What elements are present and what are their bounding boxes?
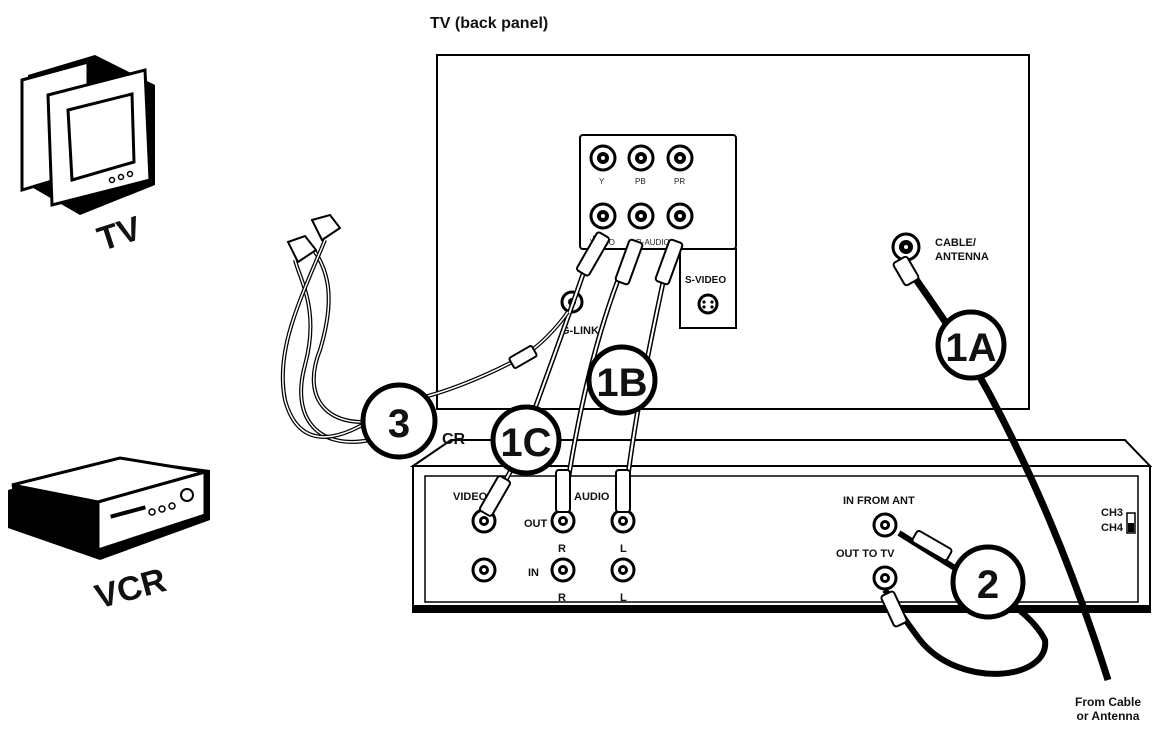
vcr-label-out-l: L — [620, 543, 627, 555]
vcr-label-in-from-ant: IN FROM ANT — [843, 495, 915, 507]
cable-3 — [280, 213, 570, 444]
badge-3: 3 — [360, 382, 438, 460]
badge-1b: 1B — [586, 344, 658, 416]
from-cable-line2: or Antenna — [1077, 709, 1140, 723]
badge-1c: 1C — [490, 404, 562, 476]
label-cable-line2: ANTENNA — [935, 251, 989, 263]
tv-icon — [20, 55, 155, 215]
vcr-label-out-r: R — [558, 543, 566, 555]
vcr-label-ch3: CH3 — [1101, 507, 1123, 519]
from-cable-line1: From Cable — [1075, 695, 1141, 709]
cable-1a — [892, 255, 1112, 682]
jack-video — [589, 202, 617, 230]
vcr-label-in: IN — [528, 567, 539, 579]
vcr-jack-video-in — [471, 557, 497, 583]
label-audio: R-AUDIO-L — [636, 238, 677, 247]
label-pb: PB — [635, 177, 646, 186]
svideo-jack — [697, 293, 719, 315]
label-glink: G-LINK — [561, 325, 599, 337]
vcr-label-audio: AUDIO — [574, 491, 610, 503]
ch-switch-knob — [1128, 523, 1134, 532]
badge-1b-text: 1B — [596, 361, 647, 405]
vcr-label-video: VIDEO — [453, 491, 488, 503]
label-svideo: S-VIDEO — [685, 275, 726, 286]
jack-audio-l — [666, 202, 694, 230]
vcr-jack-audio-in-r — [550, 557, 576, 583]
vcr-back-panel — [412, 465, 1151, 613]
badge-3-text: 3 — [388, 402, 410, 446]
tv-icon-label: TV — [93, 209, 146, 259]
cable-1b — [555, 238, 684, 513]
vcr-title-partial: CR — [442, 431, 466, 448]
vcr-jack-in-from-ant — [872, 512, 898, 538]
vcr-icon-label: VCR — [91, 561, 170, 616]
vcr-jack-out-to-tv — [872, 565, 898, 591]
jack-y — [589, 144, 617, 172]
vcr-jack-audio-out-l — [610, 508, 636, 534]
vcr-icon — [8, 456, 210, 560]
component-jacks: Y PB PR — [589, 144, 694, 186]
badge-2-text: 2 — [977, 563, 999, 607]
vcr-label-in-l: L — [620, 592, 627, 604]
jack-pr — [666, 144, 694, 172]
label-pr: PR — [674, 177, 685, 186]
vcr-label-out-to-tv: OUT TO TV — [836, 548, 895, 560]
vcr-base — [413, 605, 1150, 612]
vcr-label-ch4: CH4 — [1101, 522, 1124, 534]
jack-pb — [627, 144, 655, 172]
vcr-panel-inner — [424, 475, 1139, 603]
jack-audio-r — [627, 202, 655, 230]
svideo-plate — [679, 248, 737, 329]
label-cable-line1: CABLE/ — [935, 237, 976, 249]
badge-2: 2 — [950, 544, 1026, 620]
badge-1c-text: 1C — [500, 421, 551, 465]
vcr-label-in-r: R — [558, 592, 566, 604]
badge-1a: 1A — [935, 309, 1007, 381]
label-y: Y — [599, 177, 605, 186]
badge-1a-text: 1A — [945, 326, 996, 370]
tv-jack-plate — [579, 134, 737, 250]
vcr-jacks — [471, 508, 898, 591]
vcr-jack-audio-in-l — [610, 557, 636, 583]
vcr-jack-audio-out-r — [550, 508, 576, 534]
tv-panel-title: TV (back panel) — [430, 15, 548, 32]
vcr-label-out: OUT — [524, 518, 548, 530]
